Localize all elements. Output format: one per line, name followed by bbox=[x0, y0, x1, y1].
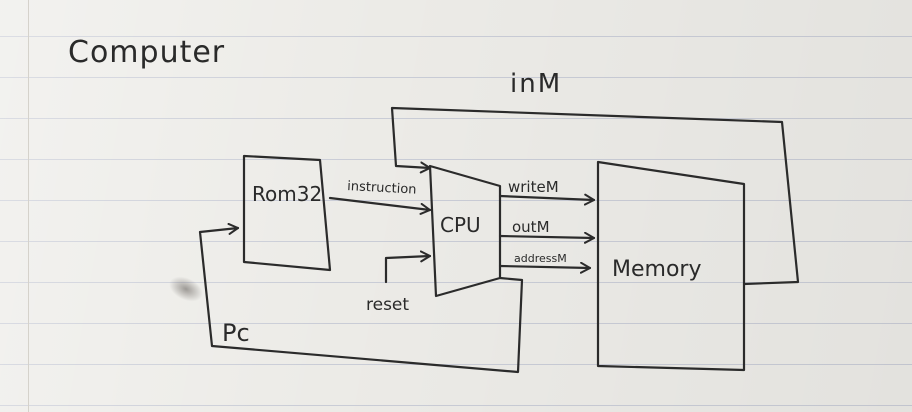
rom-label: Rom32 bbox=[252, 182, 322, 206]
rom-block bbox=[242, 154, 332, 272]
write-m-wire bbox=[498, 193, 596, 206]
out-m-label: outM bbox=[512, 218, 550, 236]
instruction-wire bbox=[328, 196, 432, 215]
out-m-wire bbox=[498, 231, 596, 244]
reset-wire bbox=[384, 250, 432, 284]
paper-margin-line bbox=[28, 0, 29, 412]
instruction-label: instruction bbox=[347, 179, 417, 198]
address-m-label: addressM bbox=[514, 252, 567, 265]
pc-label: Pc bbox=[222, 319, 250, 347]
reset-label: reset bbox=[366, 295, 409, 315]
cpu-label: CPU bbox=[440, 213, 481, 237]
pc-wire bbox=[198, 222, 524, 374]
memory-block bbox=[596, 160, 746, 372]
write-m-label: writeM bbox=[508, 178, 559, 196]
memory-label: Memory bbox=[612, 257, 701, 282]
diagram-title: Computer bbox=[68, 35, 225, 70]
in-m-label: inM bbox=[510, 69, 562, 99]
in-m-wire bbox=[390, 106, 800, 286]
address-m-wire bbox=[498, 261, 592, 274]
